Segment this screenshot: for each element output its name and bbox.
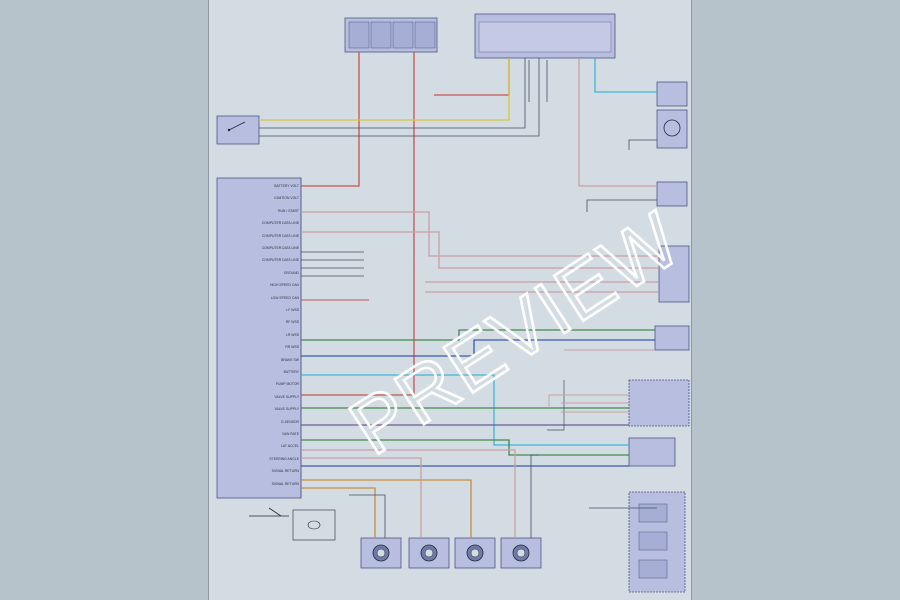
wheel-speed-sensor — [500, 537, 542, 569]
module-pin-label: SIGNAL RETURN — [271, 481, 299, 486]
module-pin-label: LAT ACCEL — [281, 444, 299, 449]
wheel-speed-sensor — [408, 537, 450, 569]
module-pin-label: COMPUTER DATA LINE — [261, 233, 299, 238]
module-pin-label: VALVE SUPPLY — [274, 394, 300, 399]
module-pin-label: GROUND — [283, 270, 299, 275]
module-pin-label: COMPUTER DATA LINE — [261, 221, 299, 226]
module-pin-labels: BATTERY VOLT IGNITION VOLT RUN / START COMP… — [219, 184, 303, 494]
module-pin-label: LF WSS — [286, 308, 299, 312]
wiring-diagram — [216, 13, 690, 593]
module-pin-label: BATTERY — [283, 370, 299, 374]
module-pin-label: BRAKE SW — [281, 357, 299, 362]
module-pin-label: RR WSS — [285, 345, 299, 350]
main-control-module — [216, 177, 302, 499]
top-connector-module — [474, 13, 616, 59]
right-components — [628, 81, 690, 593]
module-pin-label: IGNITION VOLT — [274, 196, 299, 201]
module-pin-label: YAW RATE — [281, 432, 299, 436]
module-pin-label: HIGH SPEED CAN — [269, 283, 299, 288]
wheel-speed-sensor — [454, 537, 496, 569]
module-pin-label: BATTERY VOLT — [274, 184, 299, 188]
module-pin-label: LR WSS — [286, 332, 299, 337]
wheel-speed-sensor — [360, 537, 402, 569]
wire-harness — [259, 52, 659, 538]
brake-switch-module — [216, 115, 260, 145]
module-pin-label: COMPUTER DATA LINE — [261, 246, 299, 250]
module-pin-label: LOW SPEED CAN — [270, 295, 299, 300]
module-pin-label: RUN / START — [278, 208, 299, 213]
module-pin-label: SIGNAL RETURN — [271, 469, 299, 474]
module-pin-label: COMPUTER DATA LINE — [261, 258, 299, 263]
fuse-block — [344, 17, 438, 53]
module-pin-label: VALVE SUPPLY — [274, 407, 300, 412]
brake-pressure-switch — [249, 507, 336, 541]
diagram-page: BATTERY VOLT IGNITION VOLT RUN / START COMP… — [208, 0, 692, 600]
module-pin-label: PUMP MOTOR — [275, 382, 299, 387]
module-pin-label: RF WSS — [285, 320, 299, 325]
module-pin-label: STEERING ANGLE — [269, 456, 299, 461]
wheel-speed-sensors — [360, 537, 542, 569]
module-pin-label: G-SENSOR — [280, 419, 299, 424]
